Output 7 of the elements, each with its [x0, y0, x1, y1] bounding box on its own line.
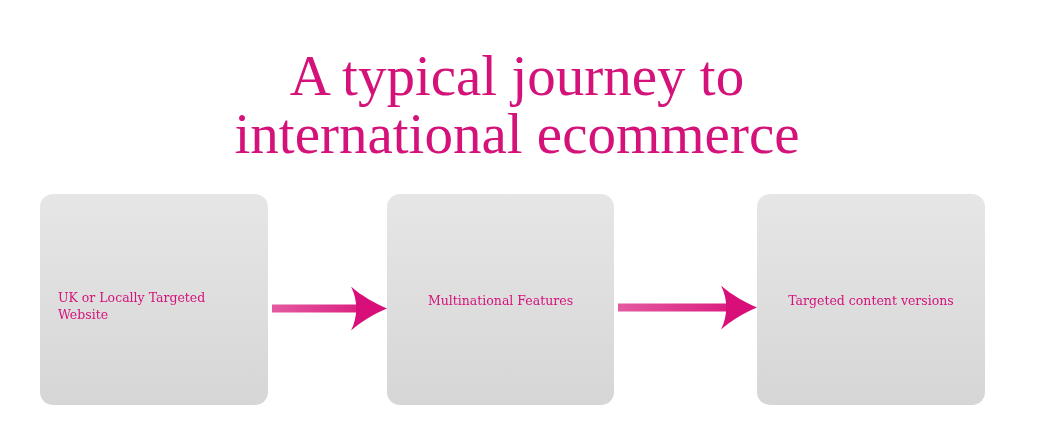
process-box	[387, 194, 614, 405]
box-label: Targeted content versions	[788, 292, 954, 309]
box-label: UK or Locally Targeted Website	[58, 288, 207, 323]
process-box	[757, 194, 985, 405]
box-label: Multinational Features	[427, 292, 574, 309]
process-box	[40, 194, 268, 405]
title: A typical journey to international ecommerce	[233, 47, 801, 163]
